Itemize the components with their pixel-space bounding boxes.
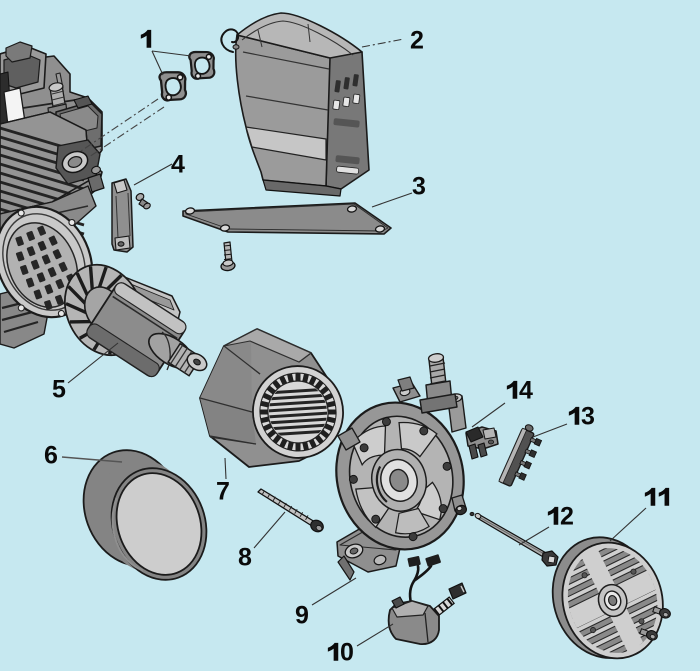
svg-text:3: 3 <box>412 173 426 201</box>
svg-text:6: 6 <box>44 442 58 470</box>
svg-text:4: 4 <box>519 377 533 405</box>
svg-text:7: 7 <box>216 478 230 506</box>
svg-text:2: 2 <box>410 27 424 55</box>
svg-text:8: 8 <box>238 544 252 572</box>
svg-text:2: 2 <box>560 503 574 531</box>
svg-text:3: 3 <box>581 403 595 431</box>
svg-text:9: 9 <box>295 602 309 630</box>
svg-text:5: 5 <box>52 376 66 404</box>
svg-text:0: 0 <box>340 639 354 666</box>
svg-text:4: 4 <box>171 151 185 179</box>
